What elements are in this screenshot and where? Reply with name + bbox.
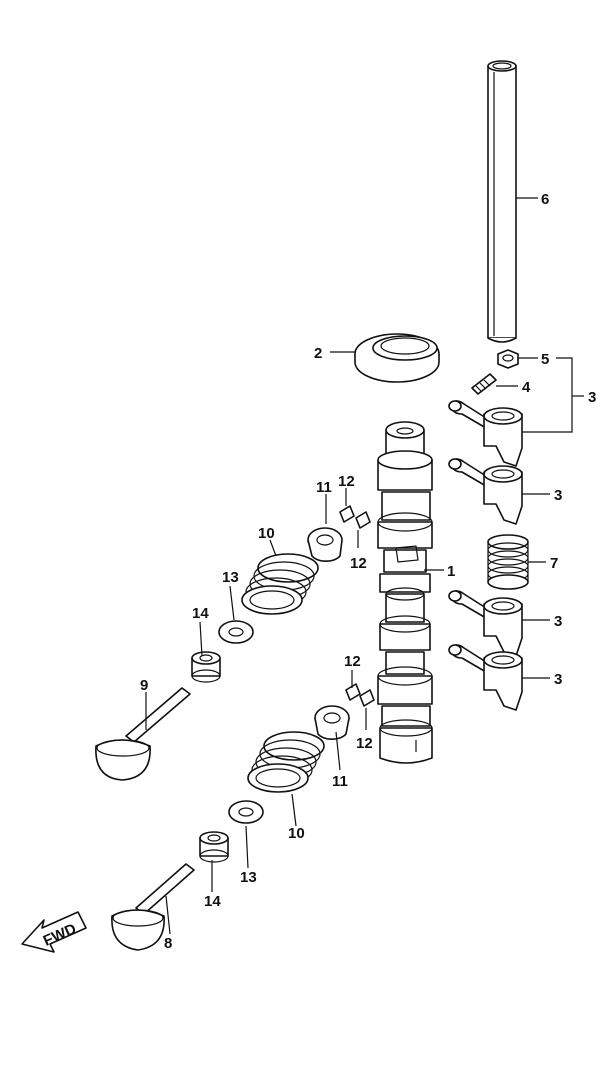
valve-stem-seal — [191, 651, 221, 683]
callout-6: 6 — [541, 191, 549, 208]
camshaft — [377, 421, 433, 764]
callout-3-group: 3 — [588, 389, 596, 406]
callout-12-upper-b: 12 — [350, 555, 367, 572]
rocker-spring — [487, 534, 529, 590]
valve-spring — [241, 553, 319, 615]
valve-cotter — [345, 683, 375, 707]
callout-13-lower: 13 — [240, 869, 257, 886]
valve-spring-seat — [228, 800, 264, 824]
callout-12-upper-a: 12 — [338, 473, 355, 490]
callout-3-b: 3 — [554, 613, 562, 630]
valve-spring-seat — [218, 620, 254, 644]
callout-10-lower: 10 — [288, 825, 305, 842]
rocker-arm — [448, 458, 523, 525]
callout-1: 1 — [447, 563, 455, 580]
callout-14-upper: 14 — [192, 605, 209, 622]
callout-8: 8 — [164, 935, 172, 952]
callout-14-lower: 14 — [204, 893, 221, 910]
callout-7: 7 — [550, 555, 558, 572]
valve-spring-retainer — [314, 705, 350, 740]
rocker-arm — [448, 400, 523, 467]
callout-10-upper: 10 — [258, 525, 275, 542]
callout-3-a: 3 — [554, 487, 562, 504]
leader-lines — [145, 197, 584, 935]
oil-seal — [354, 333, 440, 383]
callout-2: 2 — [314, 345, 322, 362]
callout-13-upper: 13 — [222, 569, 239, 586]
callout-12-lower-b: 12 — [356, 735, 373, 752]
fwd-arrow-label: FWD — [41, 920, 79, 949]
callout-12-lower-a: 12 — [344, 653, 361, 670]
callout-4: 4 — [522, 379, 531, 396]
rocker-arm — [448, 644, 523, 711]
valve-stem-seal — [199, 831, 229, 863]
intake-valve — [111, 863, 195, 951]
valve-spring-retainer — [307, 527, 343, 562]
rocker-arm — [448, 590, 523, 657]
callout-3-c: 3 — [554, 671, 562, 688]
callout-5: 5 — [541, 351, 549, 368]
rocker-arm-shaft — [487, 60, 517, 343]
valve-spring — [247, 731, 325, 793]
adjusting-screw — [471, 373, 497, 395]
valve-cotter — [339, 505, 371, 529]
callout-11-lower: 11 — [332, 773, 348, 790]
callout-9: 9 — [140, 677, 148, 694]
adjusting-nut — [497, 349, 519, 369]
callout-11-upper: 11 — [316, 479, 332, 496]
fwd-arrow: FWD — [21, 911, 87, 953]
exhaust-valve — [95, 687, 191, 781]
